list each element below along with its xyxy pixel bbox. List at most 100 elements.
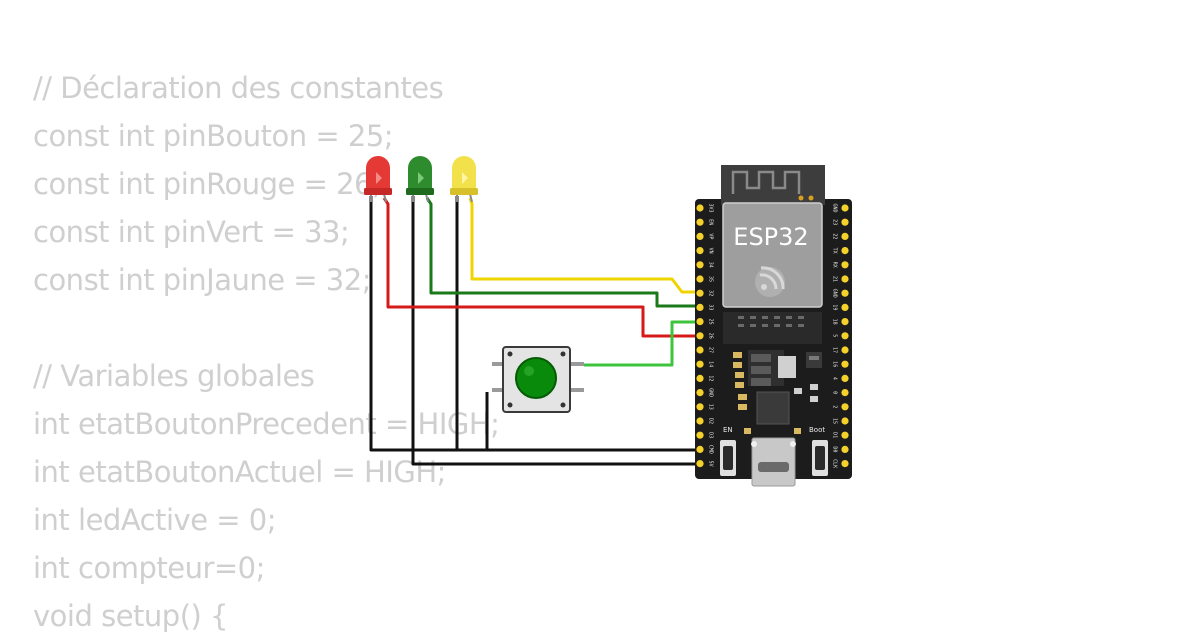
pin-label-right: 4 [832,377,838,380]
pin-header-left[interactable] [696,460,704,468]
pin-header-right[interactable] [841,445,849,453]
pin-label-right: 15 [832,418,838,424]
wire-green-led-signal[interactable] [425,197,700,308]
pin-header-left[interactable] [696,318,704,326]
pin-label-right: 16 [832,361,838,367]
code-line: void setup() { [33,599,229,633]
esp32-board[interactable]: ESP32 [695,165,852,487]
pin-header-left[interactable] [696,275,704,283]
pin-label-right: RX [832,262,838,268]
pin-label-right: GND [832,203,838,212]
pin-label-left: 13 [708,404,714,410]
pin-label-left: VP [708,233,714,239]
pin-label-right: 17 [832,347,838,353]
usb-port[interactable] [751,437,796,487]
pin-label-right: 19 [832,304,838,310]
code-line: const int pinJaune = 32; [33,263,371,297]
pin-header-left[interactable] [696,303,704,311]
code-line: int compteur=0; [33,551,265,585]
pin-header-left[interactable] [696,261,704,269]
pin-header-left[interactable] [696,403,704,411]
pin-header-right[interactable] [841,346,849,354]
pin-label-left: 12 [708,375,714,381]
code-line: int etatBoutonPrecedent = HIGH; [33,407,500,441]
boot-label: Boot [809,426,825,434]
pin-label-right: 22 [832,233,838,239]
pin-header-left[interactable] [696,389,704,397]
right-pin-headers [841,204,849,468]
pin-header-left[interactable] [696,204,704,212]
button-cap[interactable] [515,357,557,399]
pin-label-left: 5V [708,461,714,467]
pin-header-right[interactable] [841,389,849,397]
pin-label-left: 35 [708,276,714,282]
pin-label-right: 23 [832,219,838,225]
pin-header-right[interactable] [841,403,849,411]
pin-label-left: D3 [708,432,714,438]
pin-header-right[interactable] [841,261,849,269]
wire-button-signal[interactable] [584,320,700,367]
pin-label-left: 14 [708,361,714,367]
pin-header-left[interactable] [696,417,704,425]
pin-label-right: D0 [832,446,838,452]
wires [369,196,700,466]
led-red-base [364,188,392,195]
pin-header-left[interactable] [696,445,704,453]
led-green-base [406,188,434,195]
pin-header-right[interactable] [841,417,849,425]
pin-label-left: D2 [708,418,714,424]
en-button[interactable] [720,440,736,476]
en-label: EN [723,426,733,434]
led-yellow-base [450,188,478,195]
pin-header-left[interactable] [696,346,704,354]
push-button[interactable] [492,346,584,413]
wire-yellow-led-signal[interactable] [468,197,700,294]
pin-header-left[interactable] [696,374,704,382]
code-line: const int pinBouton = 25; [33,119,394,153]
pin-header-right[interactable] [841,289,849,297]
pin-header-right[interactable] [841,332,849,340]
pin-header-left[interactable] [696,247,704,255]
pin-label-left: EN [708,219,714,225]
pin-header-right[interactable] [841,232,849,240]
pin-header-right[interactable] [841,218,849,226]
led-red[interactable] [364,156,392,203]
pin-label-right: 21 [832,276,838,282]
wire-red-led-signal[interactable] [382,197,700,338]
pin-label-left: 34 [708,262,714,268]
pin-label-left: GND [708,388,714,397]
pin-header-left[interactable] [696,218,704,226]
pin-label-left: 33 [708,304,714,310]
code-line: // Variables globales [33,359,315,393]
pin-label-left: 26 [708,333,714,339]
pin-header-right[interactable] [841,374,849,382]
code-line: const int pinVert = 33; [33,215,350,249]
pin-header-right[interactable] [841,275,849,283]
code-line: const int pinRouge = 26; [33,167,382,201]
pin-header-right[interactable] [841,431,849,439]
pin-header-right[interactable] [841,303,849,311]
pin-header-right[interactable] [841,247,849,255]
pin-header-right[interactable] [841,318,849,326]
wire-yellow-led-ground[interactable] [455,196,700,452]
pin-label-left: VN [708,248,714,254]
wire-green-led-ground[interactable] [411,196,698,466]
pin-header-right[interactable] [841,204,849,212]
led-green[interactable] [406,156,434,203]
pin-header-left[interactable] [696,289,704,297]
pin-label-right: 0 [832,391,838,394]
antenna-trace [731,170,801,194]
pin-header-left[interactable] [696,431,704,439]
pin-header-left[interactable] [696,360,704,368]
pin-header-left[interactable] [696,332,704,340]
pin-header-right[interactable] [841,460,849,468]
boot-button[interactable] [812,440,828,476]
espressif-logo-icon [755,266,785,297]
pin-header-right[interactable] [841,360,849,368]
wifi-module-shield [722,202,823,308]
pin-header-left[interactable] [696,232,704,240]
pin-label-left: CMD [708,445,714,454]
led-yellow[interactable] [450,156,478,203]
